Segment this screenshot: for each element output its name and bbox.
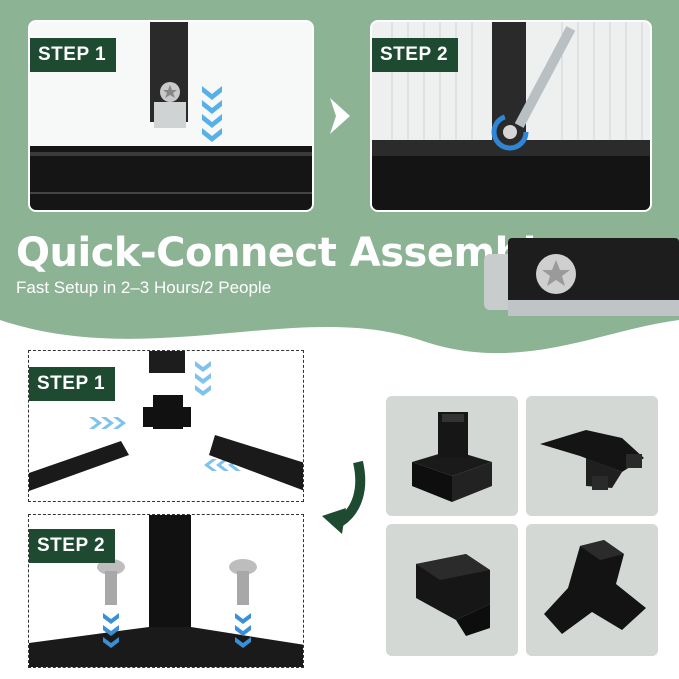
bottom-step2-panel: STEP 2 [28,514,304,668]
curved-arrow-icon [322,460,366,534]
bottom-step1-badge: STEP 1 [29,367,116,401]
bottom-step2-illustration [29,515,303,667]
headline: Quick-Connect Assembly [16,230,562,276]
connector-detail-image [484,238,679,316]
rotate-arrow-icon [491,113,529,151]
top-step1-badge: STEP 1 [30,38,117,72]
top-step2-panel: STEP 2 [370,20,652,212]
top-step2-badge: STEP 2 [372,38,459,72]
top-step2-illustration [372,22,650,210]
connector-tile-corner [526,396,658,516]
connector-tile-tee [526,524,658,656]
down-arrow-chevrons-icon [202,86,222,142]
top-step1-panel: STEP 1 [28,20,314,212]
connector-tile-straight [386,396,518,516]
subline: Fast Setup in 2–3 Hours/2 People [16,278,272,297]
connector-tile-elbow [386,524,518,656]
right-chevron-icon [330,98,350,134]
bottom-step1-illustration [29,351,303,491]
bottom-step2-badge: STEP 2 [29,529,116,563]
bottom-step1-panel: STEP 1 [28,350,304,502]
